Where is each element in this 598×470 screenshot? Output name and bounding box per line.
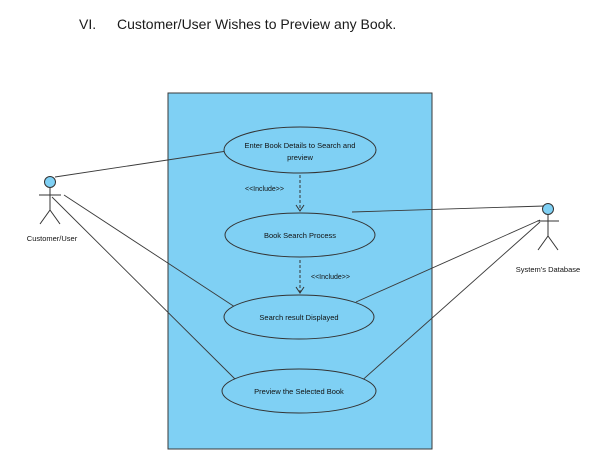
- actor-database[interactable]: [537, 203, 559, 251]
- section-title: Customer/User Wishes to Preview any Book…: [117, 16, 397, 32]
- usecase-preview-selected-label: Preview the Selected Book: [254, 387, 344, 396]
- include-label-2: <<Include>>: [311, 274, 350, 281]
- usecase-enter-details-label-line2: preview: [287, 153, 313, 162]
- actor-database-label: System's Database: [516, 265, 580, 274]
- assoc-database-search: [351, 205, 545, 213]
- usecase-result-displayed-label: Search result Displayed: [259, 313, 338, 322]
- assoc-customer-enter-details: [54, 150, 228, 178]
- assoc-customer-result: [63, 194, 239, 310]
- usecase-preview-selected[interactable]: Preview the Selected Book: [221, 368, 377, 414]
- usecase-result-displayed[interactable]: Search result Displayed: [223, 294, 375, 340]
- actor-customer[interactable]: [39, 176, 61, 225]
- usecase-search-process[interactable]: Book Search Process: [224, 212, 376, 258]
- include-label-1: <<Include>>: [245, 186, 284, 193]
- actor-customer-label: Customer/User: [27, 234, 78, 243]
- actor-database-head: [542, 203, 554, 215]
- association-lines: [51, 150, 545, 385]
- usecase-enter-details[interactable]: Enter Book Details to Search and preview: [223, 126, 377, 174]
- section-heading: VI. Customer/User Wishes to Preview any …: [0, 14, 598, 36]
- assoc-database-preview: [357, 221, 541, 385]
- usecase-enter-details-label-line1: Enter Book Details to Search and: [245, 141, 356, 150]
- section-number: VI.: [79, 16, 97, 32]
- assoc-customer-preview: [51, 196, 238, 382]
- assoc-database-result: [355, 219, 541, 303]
- usecase-search-process-label: Book Search Process: [264, 231, 336, 240]
- actor-customer-head: [44, 176, 56, 188]
